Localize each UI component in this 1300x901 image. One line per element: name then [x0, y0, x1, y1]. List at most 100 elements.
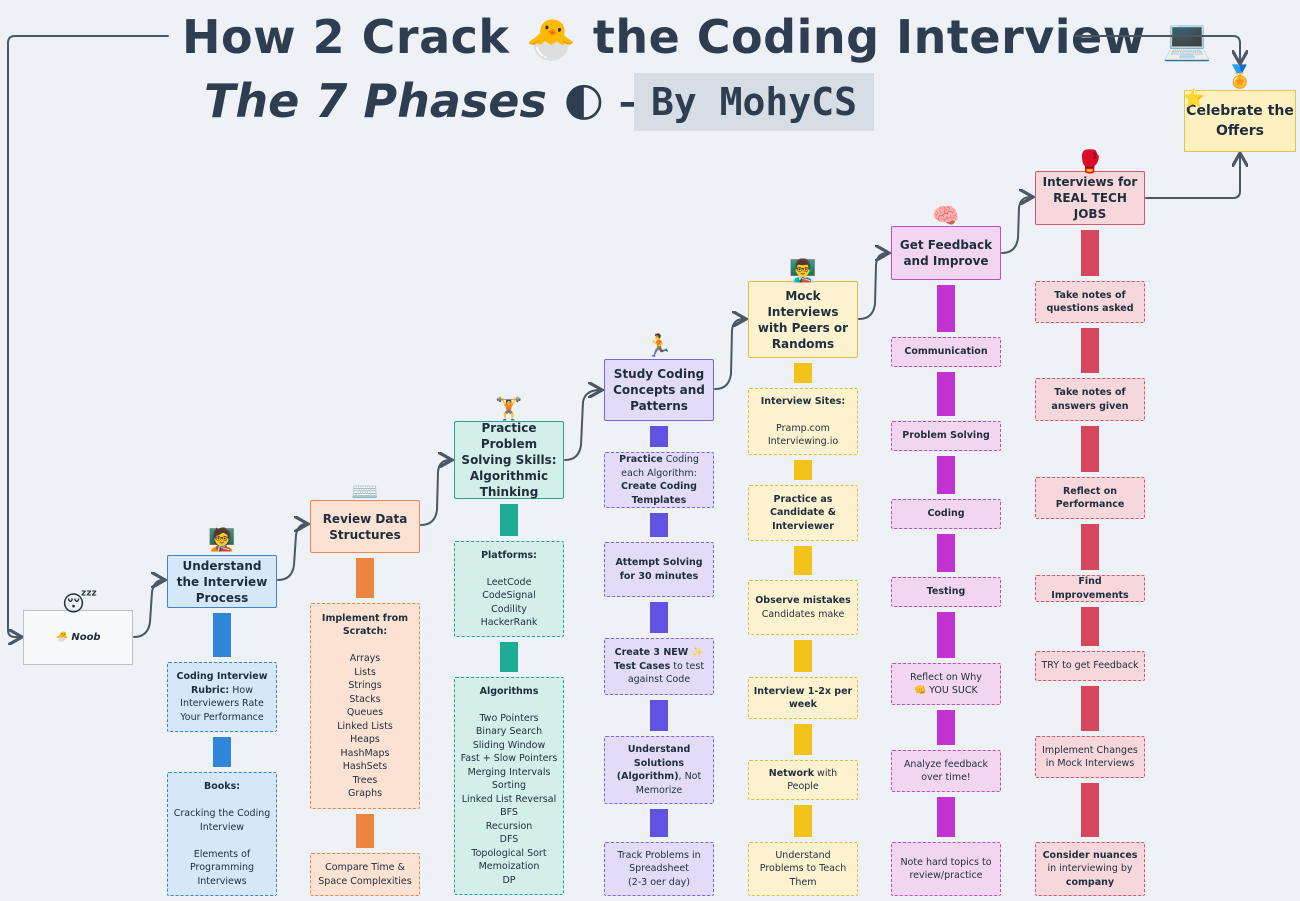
phase-7-item-4-text-0: TRY to get Feedback [1041, 660, 1139, 672]
phase-7-connector-5 [1081, 686, 1099, 731]
start-node-noob: 🐣 Noob [23, 610, 133, 665]
medal-icon: 🏅 [1226, 65, 1254, 90]
phase-7-title-box: Interviews for REAL TECH JOBS [1035, 171, 1145, 225]
phase-4-item-4: Track Problems in Spreadsheet (2-3 oer d… [604, 842, 714, 896]
phase-2-item-1-text-0: Compare Time & Space Complexities [318, 862, 412, 887]
phase-5-item-5-text-0: Understand Problems to Teach Them [759, 849, 847, 888]
phase-4-item-2-text-1: to test against Code [627, 660, 705, 686]
chick-icon: 🐣 [526, 17, 577, 63]
phase-7-item-1-text-0: Take notes of answers given [1051, 387, 1129, 412]
phase-3-title-box: Practice Problem Solving Skills: Algorit… [454, 421, 564, 499]
runner-icon: 🏃 [645, 334, 673, 359]
phase-3-connector-1 [500, 642, 518, 672]
phase-2-connector-0 [356, 558, 374, 598]
finish-label: Celebrate the Offers [1186, 103, 1294, 139]
phase-3-item-0-text-1: LeetCode CodeSignal Codility HackerRank [480, 576, 538, 629]
phase-7-item-3-text-0: Find Improvements [1051, 576, 1129, 601]
phase-7-connector-3 [1081, 524, 1099, 570]
phase-3-item-1: Algorithms Two Pointers Binary Search Sl… [454, 677, 564, 895]
phase-5-item-1: Practice as Candidate & Interviewer [748, 485, 858, 541]
phase-5-connector-2 [794, 546, 812, 575]
phase-5-title-box: Mock Interviews with Peers or Randoms [748, 281, 858, 358]
phase-3-item-0-text-0: Platforms: [481, 549, 537, 561]
phase-3-item-1-text-1: Two Pointers Binary Search Sliding Windo… [460, 712, 558, 886]
phase-6-item-4-text-0: Reflect on Why 👊 YOU SUCK [910, 671, 982, 697]
phase-1-title-box: Understand the Interview Process [167, 555, 277, 608]
phase-7-connector-2 [1081, 426, 1099, 472]
title-text-part2: the Coding Interview [576, 10, 1163, 64]
link-phase-2-to-phase-3 [420, 460, 450, 526]
phase-4-item-3-text-1: , Not Memorize [635, 771, 702, 796]
phase-6-connector-0 [937, 285, 955, 332]
phase-7-item-6-text-0: Consider nuances [1042, 849, 1138, 861]
phase-4-connector-3 [650, 700, 668, 731]
phase-6-connector-6 [937, 797, 955, 837]
phase-7-item-5: Implement Changes in Mock Interviews [1035, 736, 1145, 778]
phase-6-item-0: Communication [891, 337, 1001, 367]
phase-2-item-1: Compare Time & Space Complexities [310, 853, 420, 896]
phase-6-connector-1 [937, 372, 955, 416]
phase-5-item-1-text-0: Practice as Candidate & Interviewer [770, 493, 836, 532]
phase-7-item-4: TRY to get Feedback [1035, 651, 1145, 681]
phase-6-item-1: Problem Solving [891, 421, 1001, 451]
phase-5-connector-4 [794, 724, 812, 755]
phase-3-title: Practice Problem Solving Skills: Algorit… [461, 421, 557, 499]
phase-5-item-0-text-0: Interview Sites: [760, 395, 846, 407]
phase-6-title-box: Get Feedback and Improve [891, 226, 1001, 280]
link-phase-3-to-phase-4 [564, 390, 600, 461]
phase-4-item-2: Create 3 NEW ✨ Test Cases to test agains… [604, 638, 714, 695]
teacher-board-icon: 👨‍🏫 [789, 259, 817, 284]
phase-1-title: Understand the Interview Process [176, 558, 268, 605]
phase-1-item-0-text-1: How Interviewers Rate Your Performance [180, 684, 264, 723]
phase-5-item-3: Interview 1-2x per week [748, 677, 858, 719]
link-phase-1-to-phase-2 [277, 524, 306, 581]
phase-5-connector-0 [794, 363, 812, 383]
phase-4-item-4-text-0: Track Problems in Spreadsheet (2-3 oer d… [617, 849, 701, 888]
phase-7-connector-4 [1081, 607, 1099, 646]
phase-1-item-0-text-0: Coding Interview Rubric: [176, 671, 268, 696]
keyboard-icon: ⌨️ [351, 480, 379, 505]
phase-2-connector-1 [356, 814, 374, 848]
phase-6-item-6: Note hard topics to review/practice [891, 842, 1001, 896]
phase-7-item-6-text-1: in interviewing by [1047, 863, 1133, 875]
phase-6-item-2-text-0: Coding [927, 508, 965, 520]
phase-1-item-0: Coding Interview Rubric: How Interviewer… [167, 662, 277, 732]
phase-5-item-0: Interview Sites: Pramp.com Interviewing.… [748, 388, 858, 455]
author-byline: By MohyCS [634, 73, 874, 131]
phase-4-title-box: Study Coding Concepts and Patterns [604, 359, 714, 421]
phase-7-connector-6 [1081, 783, 1099, 837]
loop-line-left [7, 35, 169, 637]
phase-6-item-2: Coding [891, 499, 1001, 529]
phase-5-item-4: Network with People [748, 760, 858, 800]
phase-7-item-0-text-0: Take notes of questions asked [1046, 289, 1134, 315]
boxing-glove-icon: 🥊 [1076, 150, 1104, 175]
phase-1-item-1: Books: Cracking the Coding Interview Ele… [167, 772, 277, 896]
phase-4-item-3-text-0: Understand Solutions (Algorithm) [616, 744, 691, 782]
phase-4-connector-1 [650, 513, 668, 537]
phase-7-item-6-text-2: company [1065, 876, 1115, 888]
diagram-subtitle: The 7 Phases 🌓 → [204, 70, 652, 135]
phase-3-item-1-text-0: Algorithms [479, 685, 539, 697]
phase-6-item-6-text-0: Note hard topics to review/practice [900, 856, 992, 882]
laptop-icon: 💻 [1162, 17, 1213, 63]
title-text-part1: How 2 Crack [182, 10, 526, 64]
phase-5-connector-3 [794, 640, 812, 672]
phase-4-item-1: Attempt Solving for 30 minutes [604, 542, 714, 597]
loop-line-right [1075, 35, 1240, 62]
subtitle-text: The 7 Phases [204, 74, 563, 128]
link-phase-4-to-phase-5 [714, 319, 744, 390]
phase-4-item-3: Understand Solutions (Algorithm), Not Me… [604, 736, 714, 804]
phase-4-connector-4 [650, 809, 668, 837]
phase-7-title: Interviews for REAL TECH JOBS [1042, 175, 1138, 221]
start-label: 🐣 Noob [55, 632, 101, 643]
phase-7-item-1: Take notes of answers given [1035, 378, 1145, 421]
phase-4-item-0-text-1: Coding each Algorithm: [621, 454, 699, 479]
phase-7-item-0: Take notes of questions asked [1035, 281, 1145, 323]
phase-6-item-4: Reflect on Why 👊 YOU SUCK [891, 663, 1001, 705]
phase-6-connector-2 [937, 456, 955, 494]
moon-icon: 🌓 [562, 81, 605, 127]
phase-6-connector-4 [937, 612, 955, 658]
phase-6-title: Get Feedback and Improve [899, 238, 993, 268]
phase-7-item-3: Find Improvements [1035, 575, 1145, 602]
